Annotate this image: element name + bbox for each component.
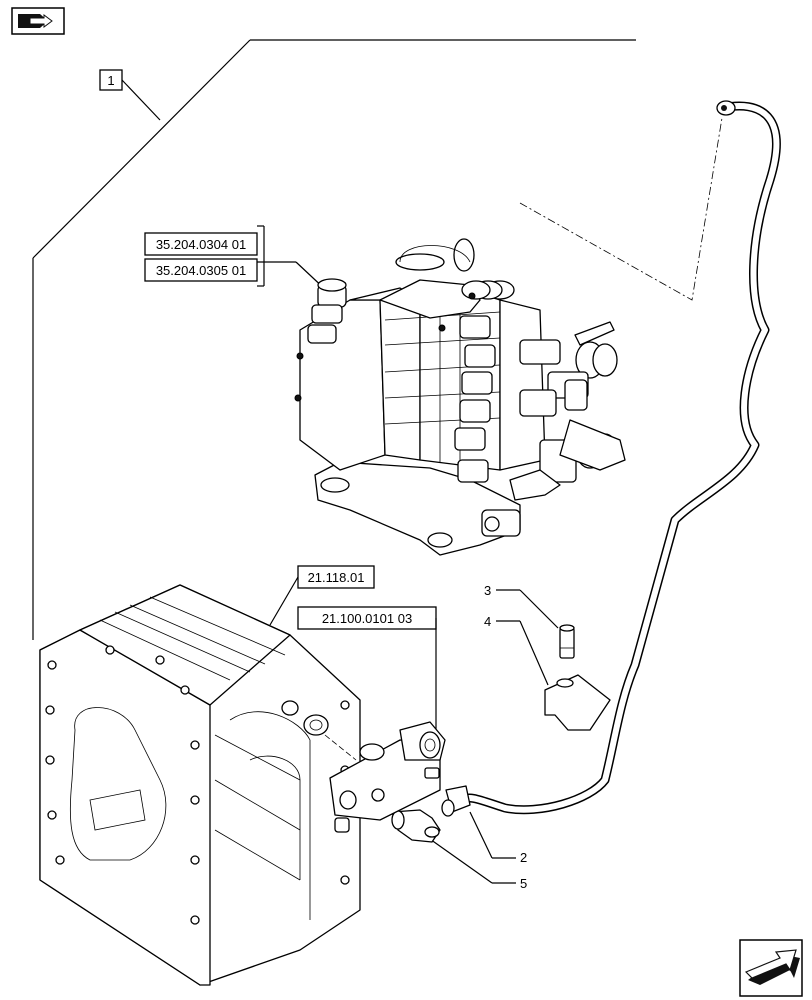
transmission-leader <box>269 576 299 626</box>
callout-4: 4 <box>484 614 549 686</box>
callout-valve-ref-1-label: 35.204.0304 01 <box>156 237 246 252</box>
callout-fitting-block-ref-label: 21.100.0101 03 <box>322 611 412 626</box>
book-arrow-icon[interactable] <box>11 7 65 35</box>
assembly-bracket-lines <box>32 39 636 640</box>
fitting-alignment-line <box>324 734 357 761</box>
callout-1-label: 1 <box>107 73 114 88</box>
hydraulic-pipe <box>441 100 781 817</box>
callout-valve-ref-2-label: 35.204.0305 01 <box>156 263 246 278</box>
callout-1: 1 <box>99 69 123 91</box>
callout-fitting-block-ref[interactable]: 21.100.0101 03 <box>297 606 437 630</box>
callout-4-label: 4 <box>484 614 491 629</box>
callout-transmission-ref-label: 21.118.01 <box>308 570 365 585</box>
callout-valve-ref-1[interactable]: 35.204.0304 01 <box>144 232 258 256</box>
callout-5: 5 <box>419 831 527 891</box>
spool-bellows-right <box>509 321 626 501</box>
housing-bolt-holes <box>45 645 350 925</box>
callout-2-label: 2 <box>520 850 527 865</box>
elbow-fitting-5 <box>391 809 441 843</box>
callout-valve-ref-2[interactable]: 35.204.0305 01 <box>144 258 258 282</box>
clamp-part-4 <box>544 674 611 731</box>
transmission-housing <box>39 584 361 986</box>
callout-transmission-ref[interactable]: 21.118.01 <box>297 565 375 589</box>
valve-ref-bracket <box>257 225 329 293</box>
spool-bellows-top <box>395 238 515 300</box>
alignment-line <box>519 117 723 301</box>
next-page-arrow-icon[interactable] <box>739 939 803 997</box>
callout-3-label: 3 <box>484 583 491 598</box>
valve-studs <box>294 292 476 402</box>
callout-5-label: 5 <box>520 876 527 891</box>
fitting-block <box>329 721 446 833</box>
spacer-part-3 <box>559 624 575 659</box>
control-valve-assembly <box>294 238 626 556</box>
callout-2: 2 <box>469 811 527 865</box>
callout-3: 3 <box>484 583 559 629</box>
